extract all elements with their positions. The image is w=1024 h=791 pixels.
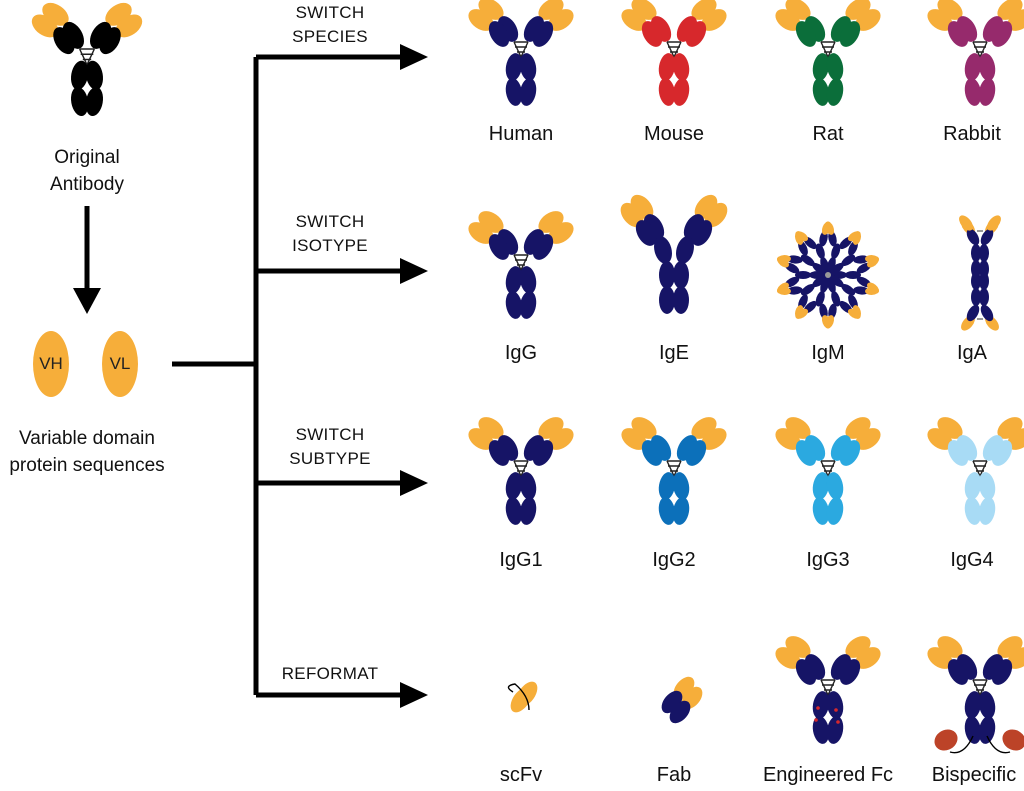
original-antibody-shape bbox=[31, 2, 143, 117]
label-igm: IgM bbox=[811, 342, 845, 364]
label-human: Human bbox=[488, 123, 554, 145]
branch-arrow-2 bbox=[256, 470, 428, 496]
antibody-icon-scfv bbox=[507, 681, 538, 713]
section-reformat-line1: REFORMAT bbox=[281, 664, 379, 683]
down-arrow bbox=[73, 206, 101, 314]
antibody-icon-human bbox=[468, 0, 574, 106]
antibody-icon-igg1 bbox=[468, 417, 574, 525]
label-igg1: IgG1 bbox=[499, 549, 543, 571]
label-rat: Rat bbox=[812, 123, 844, 145]
section-subtype-line1: SWITCH bbox=[295, 425, 365, 444]
label-igg2: IgG2 bbox=[652, 549, 696, 571]
label-bispecific: Bispecific bbox=[931, 764, 1017, 786]
label-igg: IgG bbox=[504, 342, 538, 364]
section-isotype-line1: SWITCH bbox=[295, 212, 365, 231]
branch-connector bbox=[172, 57, 259, 695]
variable-domain-label: Variable domain protein sequences bbox=[0, 425, 174, 479]
original-antibody-label: Original Antibody bbox=[27, 144, 147, 198]
original-antibody-icon bbox=[31, 2, 143, 117]
label-scfv: scFv bbox=[499, 764, 543, 786]
section-label-subtype: SWITCH SUBTYPE bbox=[270, 423, 390, 471]
antibody-icon-mouse bbox=[621, 0, 727, 106]
section-species-line1: SWITCH bbox=[295, 3, 365, 22]
label-ige: IgE bbox=[658, 342, 690, 364]
branch-arrow-3 bbox=[256, 682, 428, 708]
branch-arrow-0 bbox=[256, 44, 428, 70]
vl-domain-icon bbox=[102, 331, 138, 397]
antibody-icon-igm bbox=[776, 221, 880, 329]
section-subtype-line2: SUBTYPE bbox=[289, 449, 371, 468]
label-engineered-fc: Engineered Fc bbox=[762, 764, 894, 786]
antibody-icon-engineered-fc bbox=[775, 636, 881, 744]
section-species-line2: SPECIES bbox=[292, 27, 368, 46]
variable-label-line1: Variable domain bbox=[19, 428, 155, 449]
variable-label-line2: protein sequences bbox=[9, 455, 165, 476]
branch-arrow-1 bbox=[256, 258, 428, 284]
antibody-icon-igg bbox=[468, 211, 574, 319]
antibody-icon-igg4 bbox=[927, 417, 1024, 525]
antibody-icon-bispecific bbox=[927, 636, 1024, 754]
section-label-reformat: REFORMAT bbox=[265, 662, 395, 686]
antibody-icon-fab bbox=[661, 676, 703, 724]
original-label-line2: Antibody bbox=[50, 174, 124, 195]
label-igg4: IgG4 bbox=[950, 549, 994, 571]
vl-label: VL bbox=[109, 354, 131, 373]
antibody-icon-iga bbox=[959, 215, 1001, 331]
antibody-icon-igg2 bbox=[621, 417, 727, 525]
antibody-icon-rabbit bbox=[927, 0, 1024, 106]
label-igg3: IgG3 bbox=[806, 549, 850, 571]
antibody-icon-igg3 bbox=[775, 417, 881, 525]
label-mouse: Mouse bbox=[643, 123, 705, 145]
antibody-grid bbox=[468, 0, 1024, 754]
antibody-icon-rat bbox=[775, 0, 881, 106]
vh-domain-icon bbox=[33, 331, 69, 397]
label-rabbit: Rabbit bbox=[943, 123, 1001, 145]
section-label-isotype: SWITCH ISOTYPE bbox=[270, 210, 390, 258]
label-fab: Fab bbox=[656, 764, 692, 786]
vh-label: VH bbox=[39, 354, 63, 373]
antibody-icon-ige bbox=[620, 194, 728, 314]
label-iga: IgA bbox=[956, 342, 988, 364]
section-isotype-line2: ISOTYPE bbox=[292, 236, 368, 255]
branch-arrows bbox=[256, 44, 428, 708]
section-label-species: SWITCH SPECIES bbox=[270, 1, 390, 49]
original-label-line1: Original bbox=[54, 147, 120, 168]
